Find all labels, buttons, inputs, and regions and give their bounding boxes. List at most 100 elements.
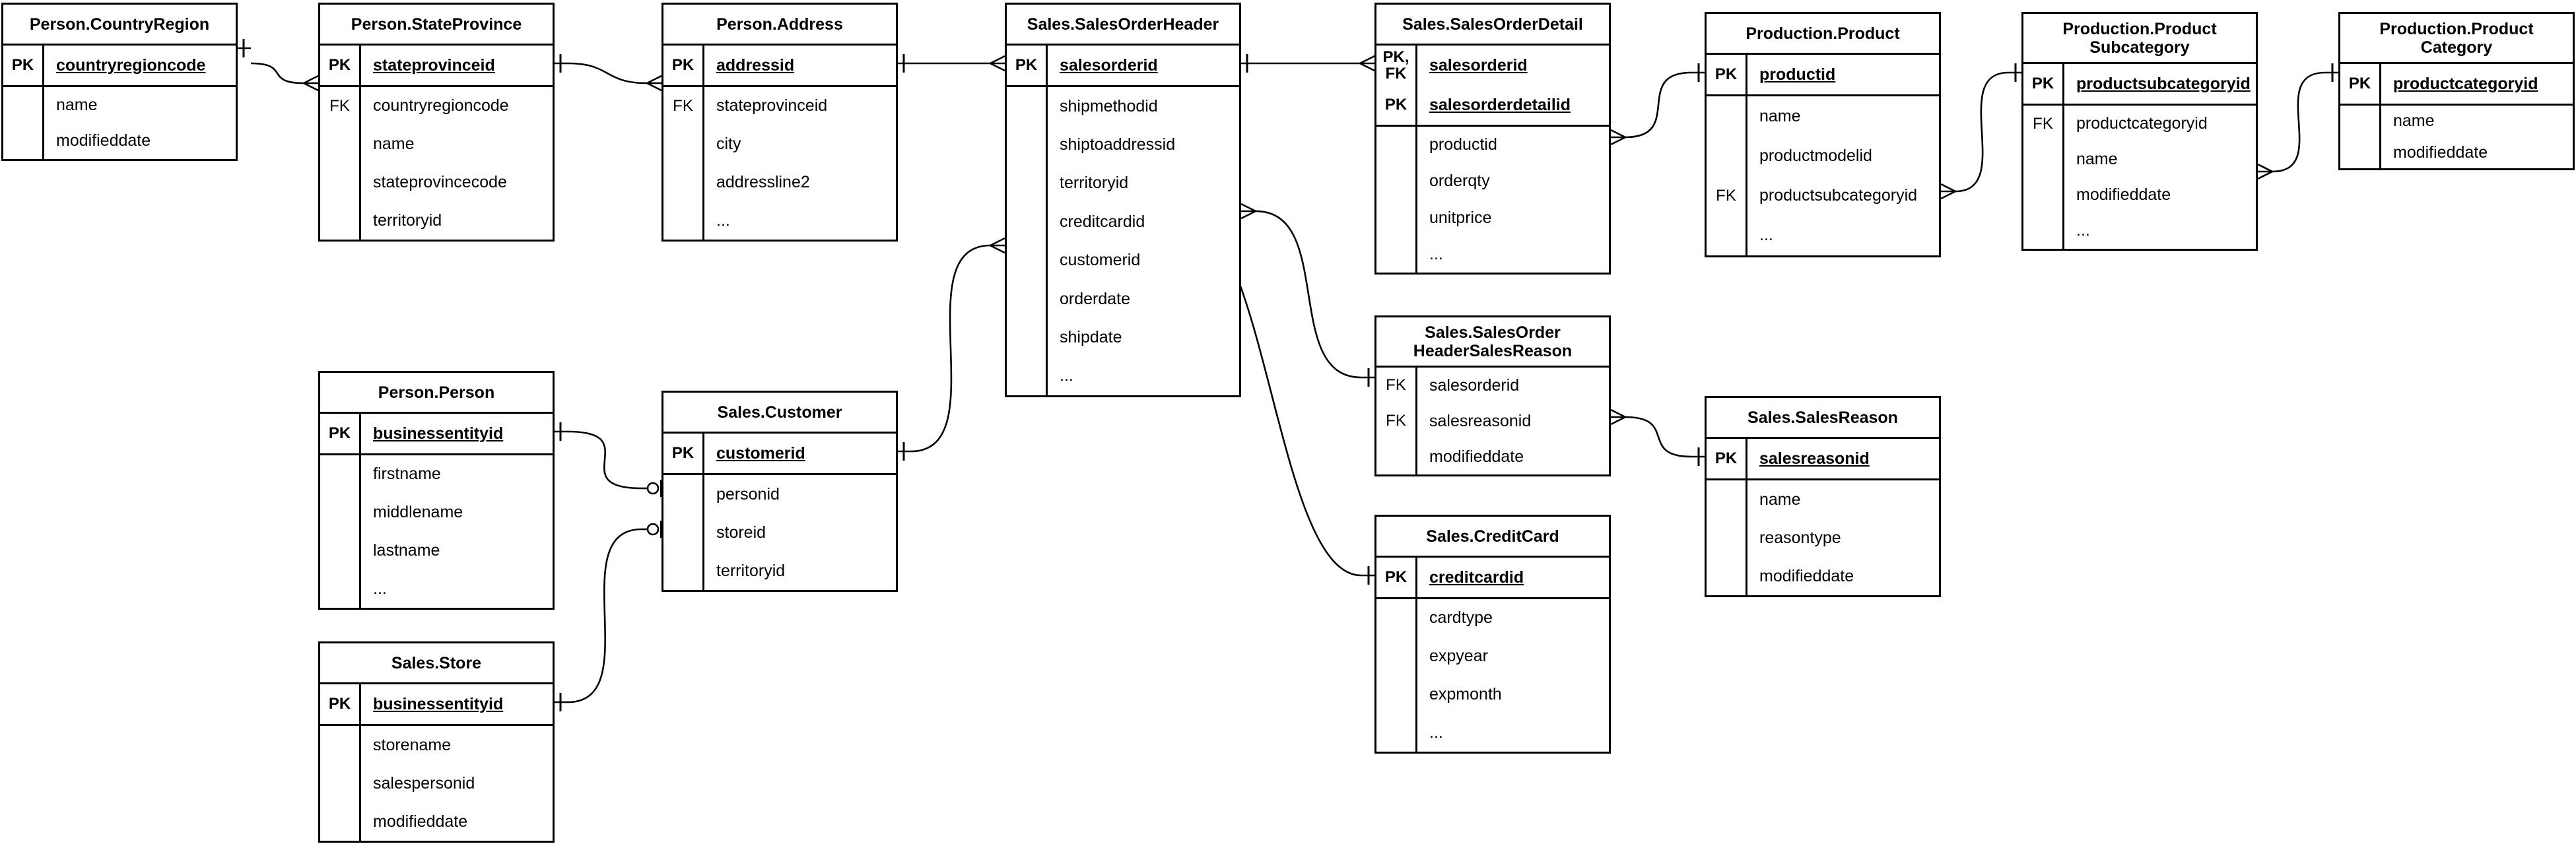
- key-marker: [663, 513, 704, 552]
- entity-attribute-row: orderdate: [1007, 279, 1239, 319]
- entity-key-row: PK salesorderid: [1007, 46, 1239, 85]
- key-marker: PK: [1376, 85, 1417, 125]
- key-marker: [1707, 557, 1747, 595]
- key-marker: [1007, 87, 1048, 126]
- primary-key-section: PK salesorderid: [1007, 46, 1239, 87]
- field-name: shipdate: [1060, 327, 1122, 346]
- field-name: ...: [716, 211, 730, 230]
- cardinality-many-crowfoot: [990, 237, 1005, 254]
- key-marker: [1376, 637, 1417, 676]
- entity-key-row: PK productid: [1707, 55, 1939, 94]
- entity-attribute-row: name: [1707, 96, 1939, 137]
- entity-attribute-row: modifieddate: [3, 123, 236, 159]
- key-marker: [320, 125, 361, 164]
- field-name: salesorderid: [1048, 46, 1239, 85]
- field-name: modifieddate: [2393, 143, 2488, 162]
- field-name: orderqty: [1429, 172, 1490, 191]
- field-name: shipmethodid: [1060, 96, 1158, 115]
- key-marker: PK: [1007, 46, 1048, 85]
- key-marker: PK: [1707, 55, 1747, 94]
- entity-attribute-row: FK countryregioncode: [320, 87, 553, 125]
- key-marker: [320, 201, 361, 240]
- key-marker: [3, 87, 44, 123]
- entity-attribute-row: shiptoaddressid: [1007, 125, 1239, 164]
- field-name: modifieddate: [1759, 566, 1854, 585]
- connector-line: [567, 62, 648, 84]
- field-name: cardtype: [1429, 608, 1493, 628]
- key-marker: [320, 455, 361, 494]
- entity-attribute-row: productmodelid: [1707, 136, 1939, 176]
- field-name: ...: [1060, 366, 1073, 385]
- entity-attribute-row: ...: [320, 569, 553, 608]
- field-name: city: [716, 135, 741, 154]
- entity-attribute-row: name: [3, 87, 236, 123]
- key-marker: [320, 163, 361, 202]
- connector-line: [1625, 71, 1692, 139]
- entity-title: Sales.SalesOrder HeaderSalesReason: [1376, 317, 1609, 368]
- entity-attribute-row: cardtype: [1376, 599, 1609, 637]
- key-marker: [2023, 141, 2064, 178]
- entity-attribute-row: salespersonid: [320, 764, 553, 802]
- entity-attribute-row: personid: [663, 475, 896, 513]
- key-marker: [1007, 203, 1048, 242]
- key-marker: [1007, 318, 1048, 357]
- entity-attribute-row: customerid: [1007, 241, 1239, 280]
- key-marker: PK: [3, 46, 44, 85]
- key-marker: [1376, 199, 1417, 236]
- field-name-text: countryregioncode: [56, 55, 206, 75]
- key-marker: FK: [1707, 176, 1747, 216]
- entity-attribute-row: territoryid: [663, 552, 896, 590]
- field-name: countryregioncode: [373, 96, 509, 115]
- field-name: middlename: [373, 503, 463, 522]
- field-name: name: [56, 95, 98, 114]
- entity-attribute-row: expmonth: [1376, 675, 1609, 714]
- key-marker: [1376, 439, 1417, 474]
- key-marker: FK: [1376, 403, 1417, 439]
- entity-attribute-row: modifieddate: [1376, 439, 1609, 474]
- entity-attribute-row: ...: [1376, 713, 1609, 752]
- field-name: productsubcategoryid: [1759, 186, 1918, 205]
- entity-title: Sales.Customer: [663, 393, 896, 434]
- key-marker: FK: [320, 87, 361, 125]
- field-name: shiptoaddressid: [1060, 135, 1176, 154]
- entity-title: Production.Product Category: [2340, 14, 2573, 64]
- key-marker: PK: [663, 46, 704, 85]
- cardinality-many-crowfoot: [1940, 183, 1956, 200]
- field-name: salesreasonid: [1747, 439, 1939, 478]
- cardinality-many-crowfoot: [1610, 408, 1626, 426]
- field-name: storename: [373, 735, 452, 754]
- key-marker: [1376, 163, 1417, 200]
- field-name-text: salesorderid: [1060, 55, 1158, 75]
- entity-attribute-row: storename: [320, 726, 553, 764]
- field-name: salesorderdetailid: [1417, 85, 1609, 125]
- field-name-text: productid: [1759, 65, 1836, 84]
- key-marker: PK: [2023, 64, 2064, 104]
